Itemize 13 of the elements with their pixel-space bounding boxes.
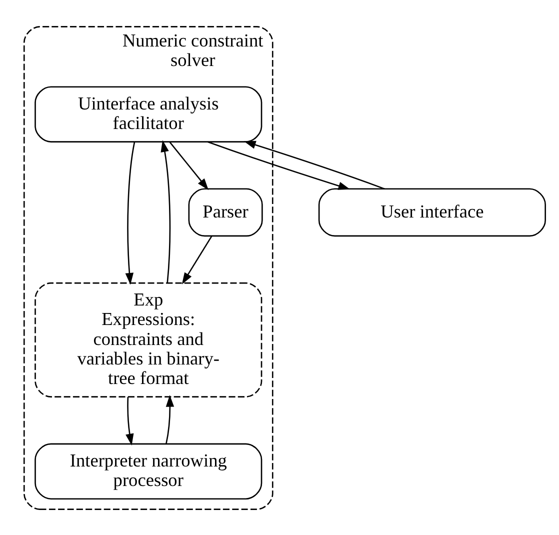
arrow	[126, 396, 134, 446]
node-box: Uinterface analysis facilitator	[34, 86, 262, 142]
node-box: User interface	[318, 188, 546, 236]
node-box: Exp Expressions: constraints and variables in binary-tree format	[34, 282, 262, 397]
arrow	[207, 140, 350, 190]
arrow	[166, 394, 174, 444]
arrow	[125, 141, 136, 284]
node-box: Interpreter narrowing processor	[34, 442, 262, 499]
arrow	[244, 140, 385, 189]
arrow	[160, 140, 171, 282]
arrow	[169, 141, 209, 190]
arrow	[182, 235, 212, 284]
node-box: Parser	[188, 188, 263, 236]
